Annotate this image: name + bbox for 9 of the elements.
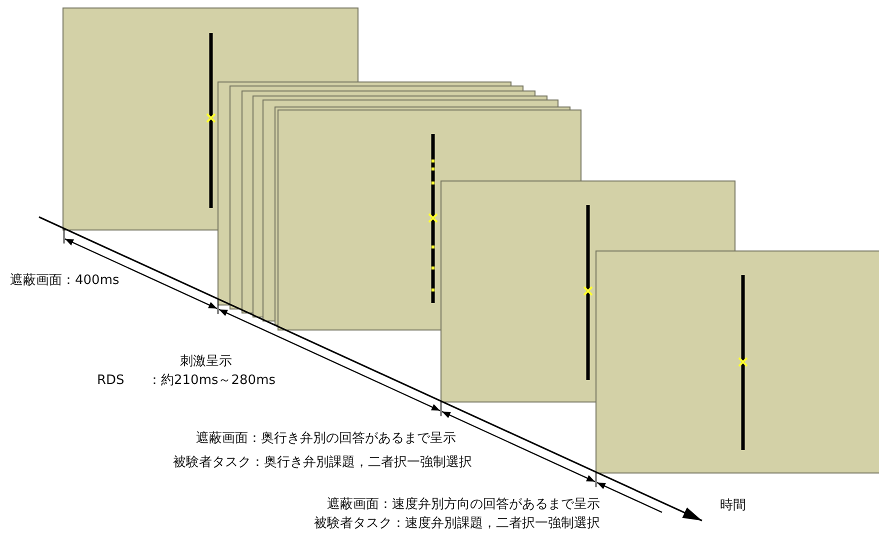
- annotation-text: 被験者タスク：奥行き弁別課題，二者択一強制選択: [173, 455, 472, 471]
- annotation-text: ：約210ms～280ms: [148, 373, 276, 389]
- annotation-text: 時間: [720, 498, 746, 514]
- annotation-text: 遮蔽画面：400ms: [10, 273, 120, 289]
- annotation-text: 刺激呈示: [180, 354, 232, 370]
- annotation-text: 遮蔽画面：奥行き弁別の回答があるまで呈示: [196, 431, 456, 447]
- annotation-text: 被験者タスク：速度弁別課題，二者択一強制選択: [314, 516, 600, 532]
- annotation-text: 遮蔽画面：速度弁別方向の回答があるまで呈示: [327, 497, 600, 513]
- annotation-text: RDS: [97, 373, 124, 389]
